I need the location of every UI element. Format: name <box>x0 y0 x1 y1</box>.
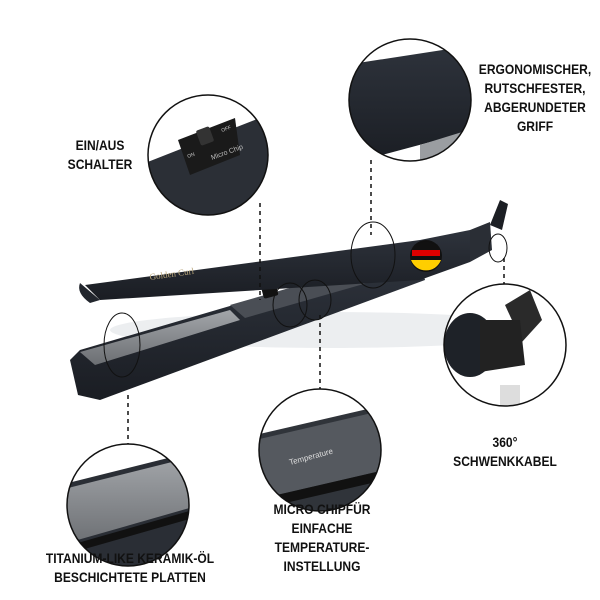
label-line: MICRO CHIPFÜR <box>273 501 371 517</box>
connector-lines <box>127 160 505 444</box>
zoom-chip: Temperature <box>258 388 382 512</box>
label-line: EIN/AUS <box>75 137 125 153</box>
zoom-plates <box>66 443 190 567</box>
label-line: EINFACHE <box>291 520 353 536</box>
label-chip: MICRO CHIPFÜR EINFACHE TEMPERATURE- INST… <box>262 500 382 576</box>
zoom-switch: ON OFF Micro Chip <box>147 94 269 216</box>
label-line: BESCHICHTETE PLATTEN <box>54 569 206 585</box>
zoom-cord <box>443 283 567 407</box>
label-line: ERGONOMISCHER, <box>478 61 592 77</box>
label-cord: 360° SCHWENKKABEL <box>449 433 561 471</box>
label-line: SCHWENKKABEL <box>453 453 557 469</box>
marker-circles <box>103 221 508 378</box>
upper-arm: Golden Curl <box>79 200 508 303</box>
label-line: TEMPERATURE- <box>274 539 370 555</box>
label-switch: EIN/AUS SCHALTER <box>48 136 151 174</box>
label-line: SCHALTER <box>67 156 133 172</box>
label-line: GRIFF <box>516 118 554 134</box>
label-grip: ERGONOMISCHER, RUTSCHFESTER, ABGERUNDETE… <box>475 60 595 136</box>
label-line: INSTELLUNG <box>283 558 361 574</box>
label-plates: TITANIUM-LIKE KERAMIK-ÖL BESCHICHTETE PL… <box>35 549 224 587</box>
label-line: TITANIUM-LIKE KERAMIK-ÖL <box>45 550 215 566</box>
label-line: RUTSCHFESTER, <box>484 80 586 96</box>
swivel-cord <box>490 200 508 230</box>
switch-on-print: ON <box>187 152 196 160</box>
label-line: 360° <box>492 434 518 450</box>
zoom-grip <box>348 38 472 162</box>
switch-off-print: OFF <box>221 125 232 134</box>
label-line: ABGERUNDETER <box>484 99 586 115</box>
